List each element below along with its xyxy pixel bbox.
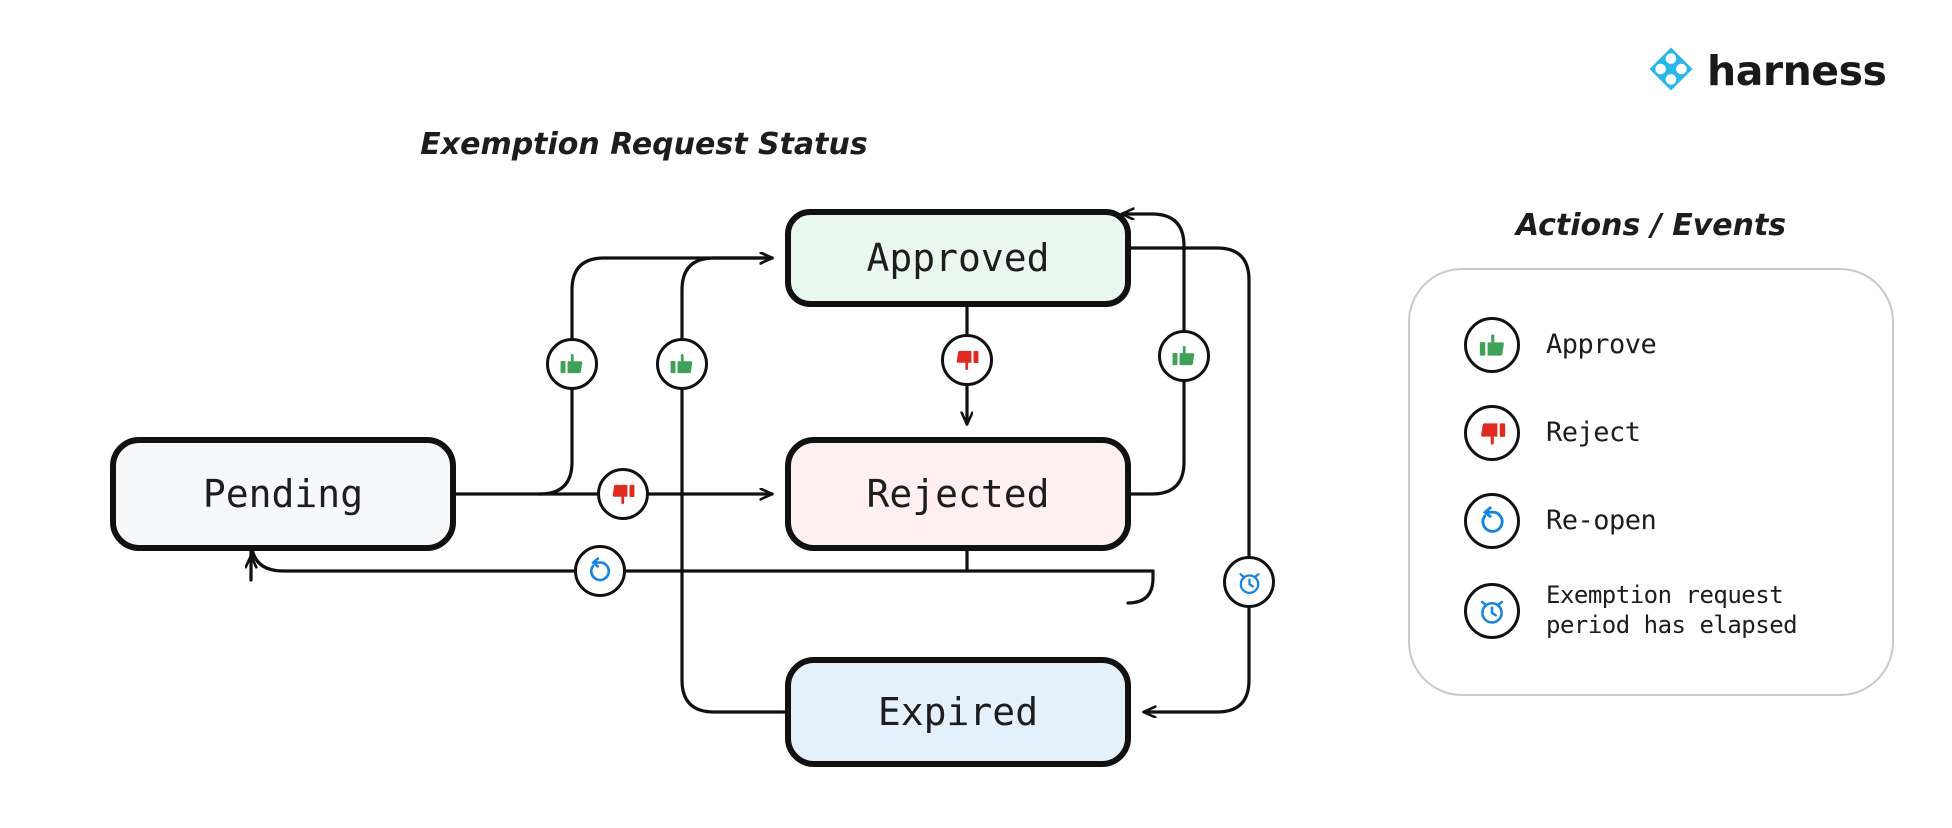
thumbs-up-icon	[1464, 317, 1520, 373]
edge-icon-reject-approved	[941, 334, 993, 386]
node-label-approved: Approved	[866, 236, 1050, 280]
node-box-expired[interactable]	[785, 657, 1131, 767]
legend-title: Actions / Events	[1515, 208, 1787, 243]
thumbs-down-icon	[956, 350, 979, 371]
legend-item-reject[interactable]: Reject	[1464, 405, 1894, 461]
edge-expired-to-approved	[680, 258, 790, 714]
node-boxes	[110, 209, 1131, 767]
thumbs-down-icon	[1464, 405, 1520, 461]
edge-icon-reject-pending	[597, 468, 649, 520]
legend-item-approve[interactable]: Approve	[1464, 317, 1894, 373]
edge-icon-approve-expired	[656, 338, 708, 390]
alarm-clock-icon	[1464, 582, 1520, 639]
legend-list: Approve Reject Re-open	[1408, 268, 1894, 696]
thumbs-up-icon	[670, 353, 693, 374]
reopen-icon	[1464, 493, 1520, 549]
edge-pending-to-approved	[538, 258, 772, 496]
edge-icon-elapsed	[1223, 556, 1275, 608]
thumbs-down-icon	[612, 484, 635, 505]
legend-label-approve: Approve	[1546, 329, 1657, 361]
node-box-pending[interactable]	[110, 437, 456, 551]
harness-diamond-logo-icon	[1648, 46, 1694, 96]
node-box-approved[interactable]	[785, 209, 1131, 307]
node-label-rejected: Rejected	[866, 472, 1050, 516]
legend-label-reopen: Re-open	[1546, 505, 1657, 537]
legend-item-reopen[interactable]: Re-open	[1464, 493, 1894, 549]
edge-approved-to-expired	[1126, 246, 1251, 712]
harness-wordmark: harness	[1707, 46, 1887, 95]
legend-label-reject: Reject	[1546, 417, 1641, 449]
node-label-expired: Expired	[877, 690, 1039, 734]
thumbs-up-icon	[1172, 345, 1195, 366]
edge-expired-to-reopen	[965, 569, 1155, 605]
legend-label-elapsed: Exemption request period has elapsed	[1546, 581, 1798, 639]
edge-icon-reopen	[574, 545, 626, 597]
reopen-icon	[590, 557, 611, 582]
legend-item-elapsed[interactable]: Exemption request period has elapsed	[1464, 581, 1894, 640]
edge-icon-approve-pending	[546, 338, 598, 390]
node-box-rejected[interactable]	[785, 437, 1131, 551]
alarm-clock-icon	[1238, 572, 1260, 594]
edge-icon-approve-rejected	[1158, 330, 1210, 382]
thumbs-up-icon	[560, 353, 583, 374]
harness-brand: harness	[1648, 46, 1887, 96]
diagram-title: Exemption Request Status	[420, 127, 868, 162]
node-label-pending: Pending	[202, 472, 364, 516]
